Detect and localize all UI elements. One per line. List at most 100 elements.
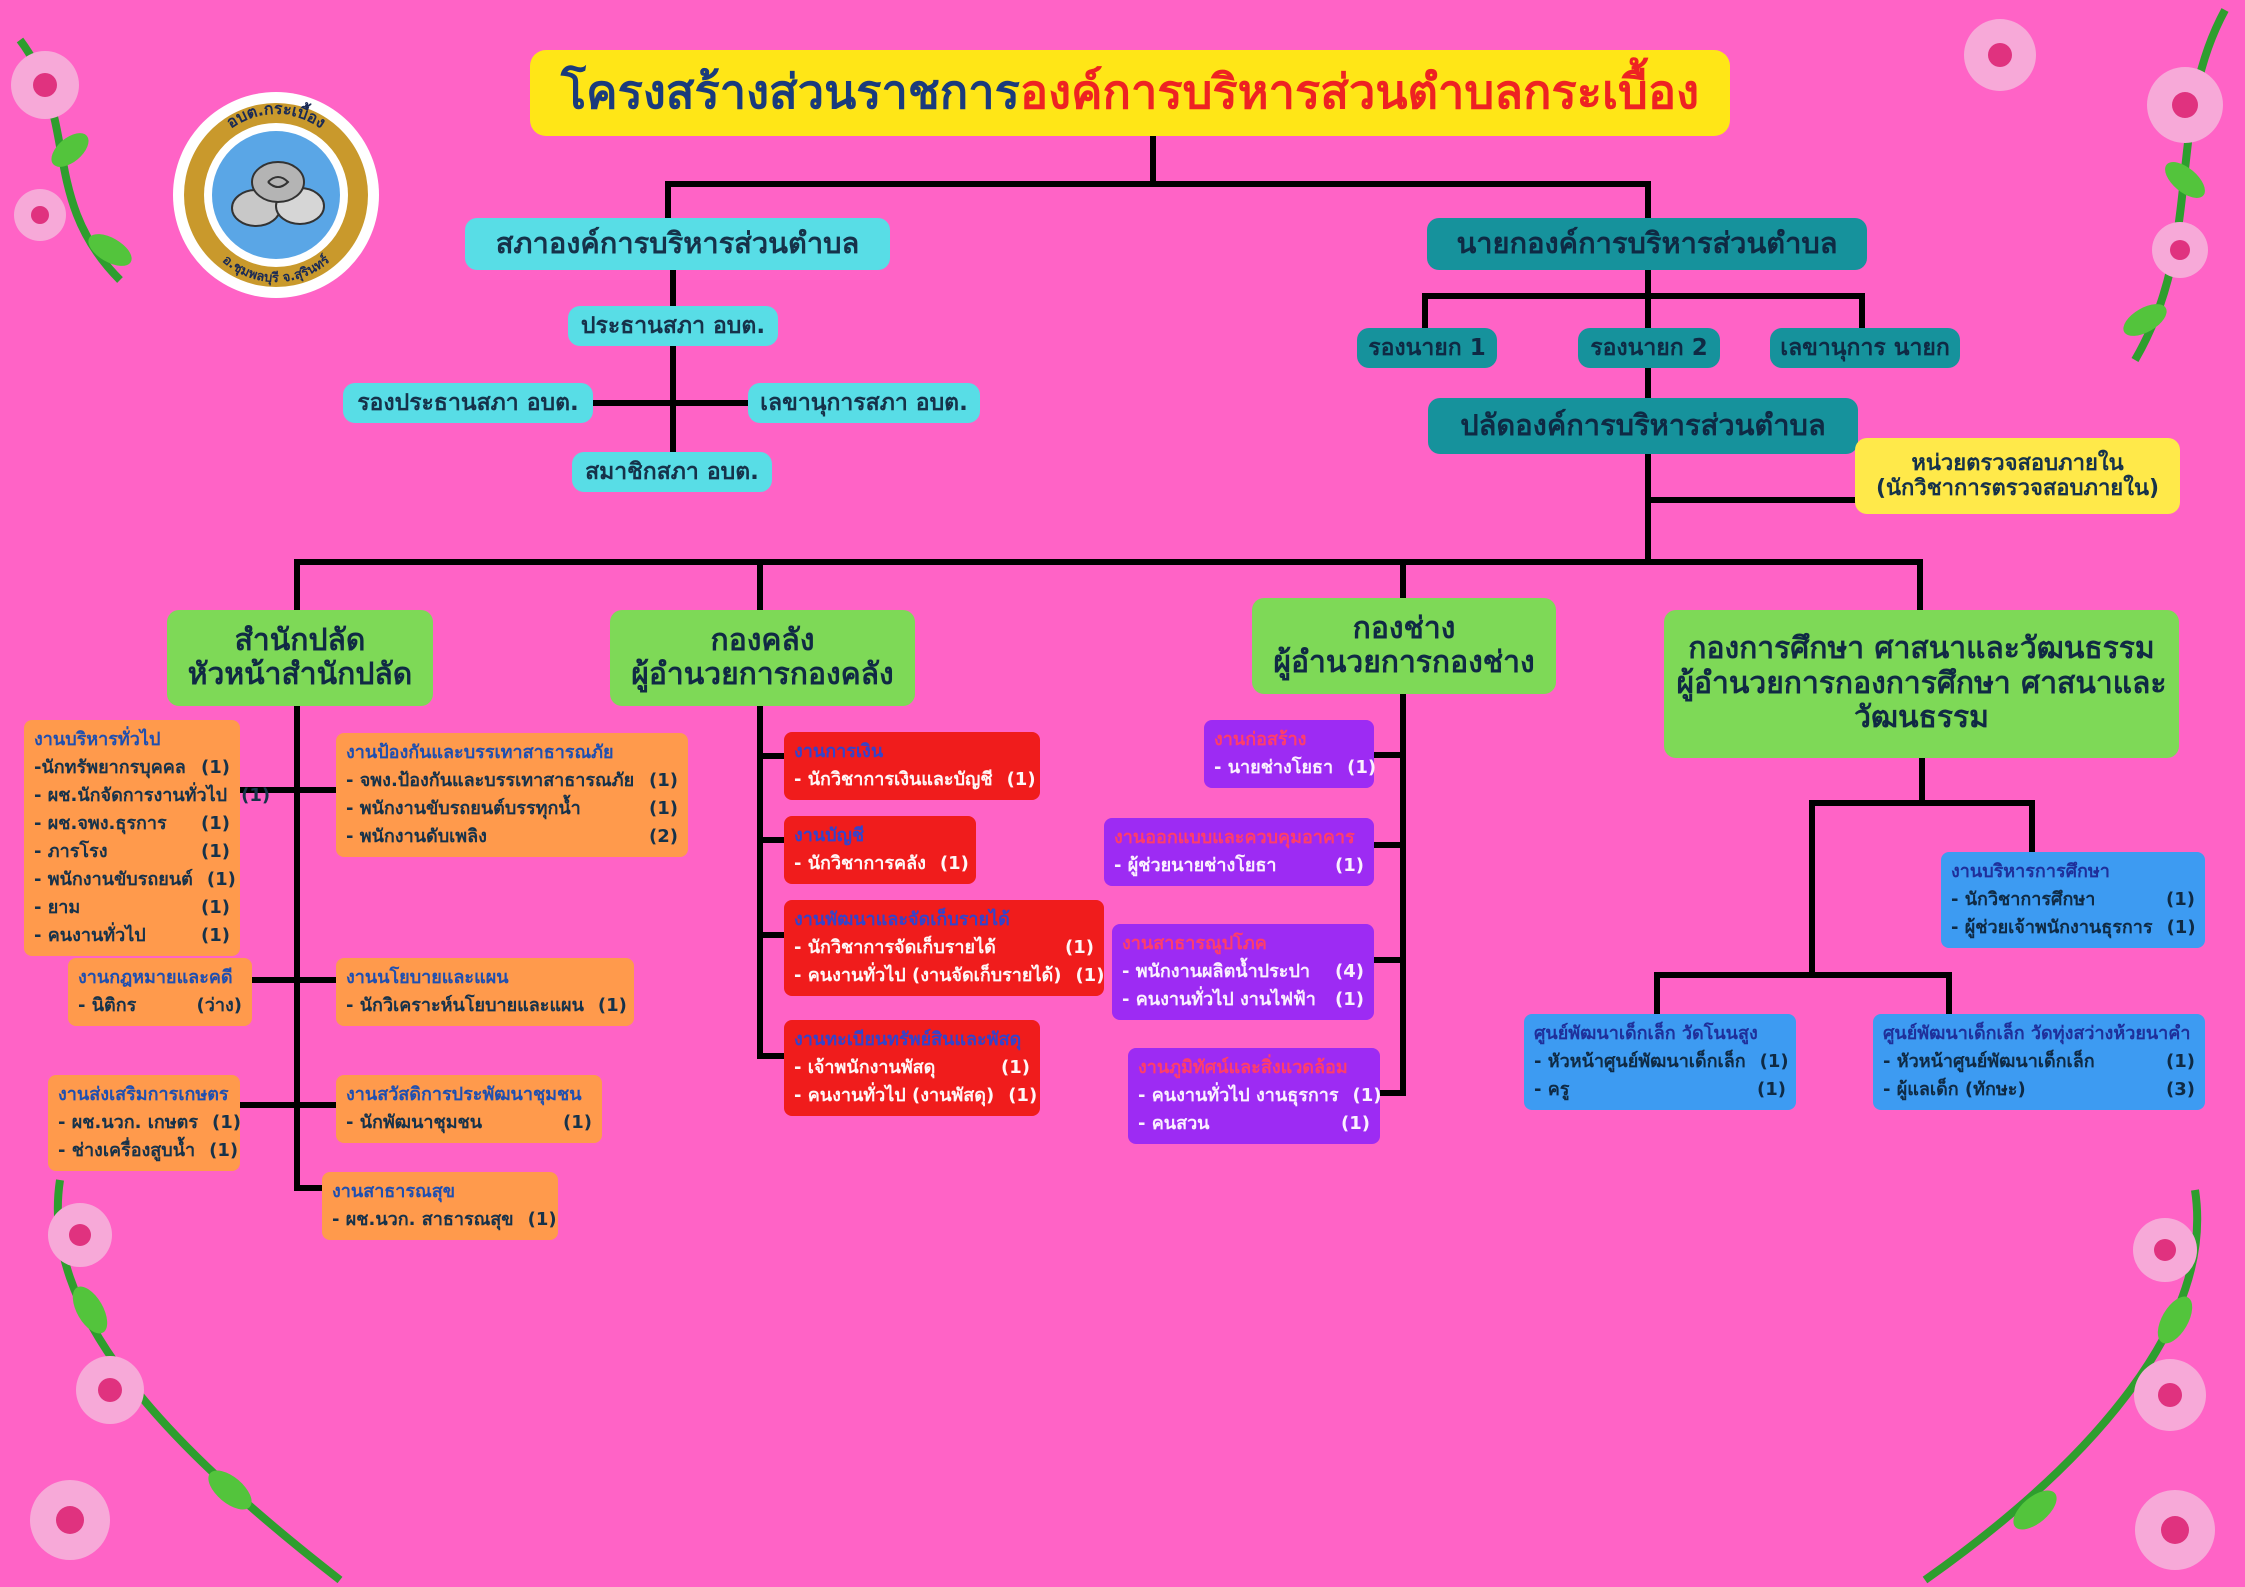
position-count: (1) (1075, 965, 1105, 986)
position-name: - ภารโรง (34, 841, 108, 862)
position-name: - ผู้ช่วยนายช่างโยธา (1114, 855, 1277, 876)
flower-decoration-bottom-right-icon (1922, 1189, 2215, 1584)
position-name: - นักวิชาการจัดเก็บรายได้ (794, 937, 996, 958)
position-count: (1) (1759, 1051, 1789, 1072)
position-row: - พนักงานดับเพลิง (2) (346, 823, 678, 851)
position-name: - หัวหน้าศูนย์พัฒนาเด็กเล็ก (1883, 1051, 2095, 1072)
position-row: - คนงานทั่วไป งานธุรการ(1) (1138, 1082, 1382, 1110)
position-name: - เจ้าพนักงานพัสดุ (794, 1057, 936, 1078)
deputy-mayor-1: รองนายก 1 (1357, 328, 1497, 368)
position-count: (1) (649, 770, 678, 791)
position-row: - ผู้ช่วยเจ้าพนักงานธุรการ (1) (1951, 914, 2196, 942)
mayor-secretary: เลขานุการ นายก (1770, 328, 1960, 368)
unit-education-admin: งานบริหารการศึกษา- นักวิชาการศึกษา(1)- ผ… (1941, 852, 2205, 948)
palad-head: ปลัดองค์การบริหารส่วนตำบล (1428, 398, 1858, 454)
division-engineering-line2: ผู้อำนวยการกองช่าง (1273, 645, 1535, 680)
position-name: - ยาม (34, 897, 81, 918)
title-part1: โครงสร้างส่วนราชการ (560, 64, 1020, 120)
unit-title: งานกฎหมายและคดี (78, 967, 233, 988)
position-row: - ผช.นวก. สาธารณสุข(1) (332, 1206, 557, 1234)
division-finance: กองคลัง ผู้อำนวยการกองคลัง (610, 610, 915, 706)
position-row: - เจ้าพนักงานพัสดุ(1) (794, 1054, 1030, 1082)
position-row: - นักพัฒนาชุมชน(1) (346, 1109, 592, 1137)
position-count: (1) (1065, 937, 1094, 958)
position-count: (1) (1757, 1079, 1786, 1100)
unit-childcare-center-1: ศูนย์พัฒนาเด็กเล็ก วัดโนนสูง- หัวหน้าศูน… (1524, 1014, 1796, 1110)
position-name: - คนงานทั่วไป (งานพัสดุ) (794, 1085, 995, 1106)
unit-legal: งานกฎหมายและคดี- นิติกร(ว่าง) (68, 958, 252, 1026)
unit-accounting: งานบัญชี- นักวิชาการคลัง(1) (784, 816, 976, 884)
position-count: (1) (2166, 1051, 2195, 1072)
unit-title: งานสาธารณูปโภค (1122, 933, 1267, 954)
position-row: - นักวิเคราะห์นโยบายและแผน (1) (346, 992, 627, 1020)
position-name: - พนักงานดับเพลิง (346, 826, 487, 847)
flower-decoration-top-right-icon (1964, 8, 2229, 363)
position-row: - คนงานทั่วไป(1) (34, 922, 230, 950)
division-education-line2: ผู้อำนวยการกองการศึกษา ศาสนาและ (1676, 665, 2167, 701)
position-name: - จพง.ป้องกันและบรรเทาสาธารณภัย (346, 770, 635, 791)
position-name: - นักวิชาการเงินและบัญชี (794, 769, 993, 790)
unit-title: งานก่อสร้าง (1214, 729, 1307, 750)
position-row: - นักวิชาการจัดเก็บรายได้ (1) (794, 934, 1094, 962)
council-secretary: เลขานุการสภา อบต. (748, 383, 980, 423)
unit-childcare-center-2: ศูนย์พัฒนาเด็กเล็ก วัดทุ่งสว่างห้วยนาคำ -… (1873, 1014, 2205, 1110)
position-row: - ครู(1) (1534, 1076, 1786, 1104)
position-row: - คนงานทั่วไป (งานพัสดุ) (1) (794, 1082, 1037, 1110)
position-count: (1) (1341, 1113, 1370, 1134)
position-name: - นักวิเคราะห์นโยบายและแผน (346, 995, 584, 1016)
unit-community-welfare: งานสวัสดิการประพัฒนาชุมชน - นักพัฒนาชุมชน… (336, 1075, 602, 1143)
position-row: - พนักงานขับรถยนต์บรรทุกน้ำ(1) (346, 795, 678, 823)
position-row: - นักวิชาการศึกษา(1) (1951, 886, 2195, 914)
unit-agriculture: งานส่งเสริมการเกษตร - ผช.นวก. เกษตร(1)- ช… (48, 1075, 241, 1171)
unit-title: งานสวัสดิการประพัฒนาชุมชน (346, 1084, 582, 1105)
council-chair: ประธานสภา อบต. (568, 306, 778, 346)
position-row: - ผช.นักจัดการงานทั่วไป(1) (34, 782, 270, 810)
position-row: - นักวิชาการคลัง(1) (794, 850, 969, 878)
position-count: (1) (2166, 917, 2196, 938)
position-count: (1) (1008, 1085, 1038, 1106)
division-finance-line1: กองคลัง (710, 622, 815, 658)
unit-title: งานภูมิทัศน์และสิ่งแวดล้อม (1138, 1057, 1348, 1078)
unit-title: ศูนย์พัฒนาเด็กเล็ก วัดทุ่งสว่างห้วยนาคำ (1883, 1023, 2191, 1044)
position-row: - คนงานทั่วไป (งานจัดเก็บรายได้) (1) (794, 962, 1104, 990)
position-name: - หัวหน้าศูนย์พัฒนาเด็กเล็ก (1534, 1051, 1746, 1072)
position-count: (2) (649, 826, 678, 847)
unit-title: งานสาธารณสุข (332, 1181, 456, 1202)
position-row: - คนสวน (1) (1138, 1110, 1370, 1138)
position-name: - คนสวน (1138, 1113, 1210, 1134)
unit-environment: งานภูมิทัศน์และสิ่งแวดล้อม - คนงานทั่วไป … (1128, 1048, 1382, 1144)
position-row: - ช่างเครื่องสูบน้ำ(1) (58, 1137, 238, 1165)
position-name: - นักวิชาการคลัง (794, 853, 926, 874)
council-members: สมาชิกสภา อบต. (572, 452, 772, 492)
position-count: (1) (201, 925, 230, 946)
unit-title: งานส่งเสริมการเกษตร (58, 1084, 229, 1105)
unit-title: งานบริหารทั่วไป (34, 729, 161, 750)
position-count: (1) (1335, 855, 1364, 876)
position-name: - นักพัฒนาชุมชน (346, 1112, 483, 1133)
unit-revenue-collection: งานพัฒนาและจัดเก็บรายได้- นักวิชาการจัดเ… (784, 900, 1104, 996)
position-row: - ยาม(1) (34, 894, 230, 922)
position-count: (1) (597, 995, 627, 1016)
unit-public-health: งานสาธารณสุข - ผช.นวก. สาธารณสุข(1) (322, 1172, 558, 1240)
unit-finance-work: งานการเงิน- นักวิชาการเงินและบัญชี(1) (784, 732, 1040, 800)
position-row: - ผช.จพง.ธุรการ(1) (34, 810, 230, 838)
position-count: (1) (201, 757, 230, 778)
position-name: - นักวิชาการศึกษา (1951, 889, 2096, 910)
position-name: - คนงานทั่วไป งานธุรการ (1138, 1085, 1339, 1106)
position-name: - นายช่างโยธา (1214, 757, 1334, 778)
unit-title: งานบริหารการศึกษา (1951, 861, 2110, 882)
position-count: (1) (201, 841, 230, 862)
unit-title: งานนโยบายและแผน (346, 967, 509, 988)
position-count: (1) (527, 1209, 557, 1230)
position-name: - ผช.นวก. เกษตร (58, 1112, 199, 1133)
position-row: - ผช.นวก. เกษตร(1) (58, 1109, 241, 1137)
organization-seal-icon: อบต.กระเบื้อง อ.ชุมพลบุรี จ.สุรินทร์ (173, 92, 379, 298)
position-name: - คนงานทั่วไป (งานจัดเก็บรายได้) (794, 965, 1062, 986)
position-name: - ผู้ช่วยเจ้าพนักงานธุรการ (1951, 917, 2153, 938)
position-count: (1) (649, 798, 678, 819)
division-palad-office: สำนักปลัด หัวหน้าสำนักปลัด (167, 610, 433, 706)
council-vice-chair: รองประธานสภา อบต. (343, 383, 593, 423)
division-education: กองการศึกษา ศาสนาและวัฒนธรรม ผู้อำนวยการ… (1664, 610, 2179, 758)
position-name: - ผช.นักจัดการงานทั่วไป (34, 785, 228, 806)
